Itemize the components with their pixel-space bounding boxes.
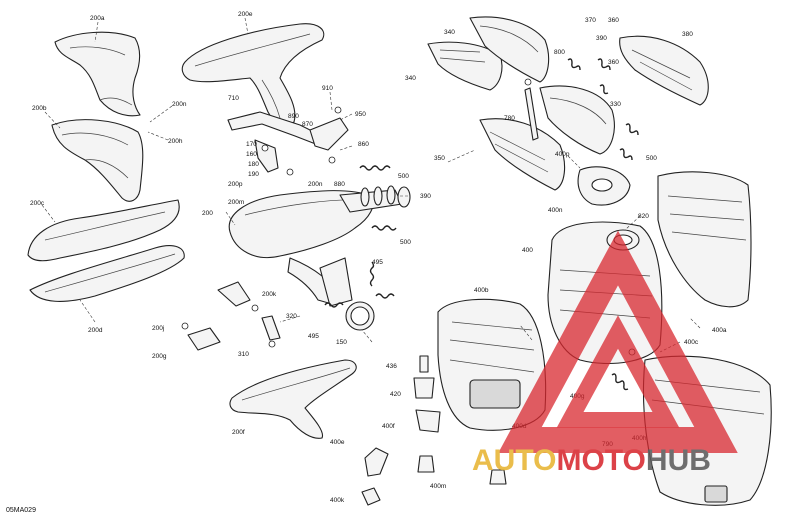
callout: 330 <box>610 101 621 108</box>
heat-shield-200c <box>27 199 180 262</box>
heat-shield-340-b <box>469 16 550 83</box>
callout: 200e <box>238 11 253 18</box>
hanger-assembly <box>413 355 507 485</box>
grommet-400n <box>577 166 631 206</box>
callout: 400c <box>684 339 699 346</box>
heat-shield-200e <box>181 23 325 126</box>
callout: 820 <box>638 213 649 220</box>
heat-shield-200d <box>29 245 185 302</box>
callout: 360 <box>608 17 619 24</box>
callout: 400m <box>430 483 446 490</box>
heat-shield-340-a <box>427 41 503 91</box>
callout: 200p <box>228 181 243 188</box>
callout: 880 <box>334 181 345 188</box>
triangle-logo-icon <box>498 230 738 453</box>
callout: 200j <box>152 325 164 332</box>
callout: 200 <box>202 210 213 217</box>
callout: 150 <box>336 339 347 346</box>
callout: 495 <box>308 333 319 340</box>
heat-shield-200a <box>54 31 141 117</box>
callout: 436 <box>386 363 397 370</box>
callout: 390 <box>596 35 607 42</box>
muffler-200 <box>228 190 374 305</box>
callout: 500 <box>400 239 411 246</box>
callout: 310 <box>238 351 249 358</box>
callout: 500 <box>646 155 657 162</box>
callout: 400b <box>474 287 489 294</box>
springs-right <box>567 58 639 161</box>
heat-shield-400a <box>657 171 752 308</box>
flex-pipe <box>319 257 375 331</box>
callout: 200d <box>88 327 103 334</box>
callout-labels: 200a 200e 200b 200n 200h 200c 200d 710 8… <box>30 11 727 504</box>
diagram-code: 05MA029 <box>6 507 36 514</box>
shield-350 <box>479 118 566 191</box>
bracket-200k <box>217 281 251 307</box>
callout: 200k <box>262 291 277 298</box>
callout: 200m <box>228 199 244 206</box>
springs-center <box>324 165 397 308</box>
callout: 890 <box>288 113 299 120</box>
callout: 400e <box>330 439 345 446</box>
callout: 950 <box>355 111 366 118</box>
grommet-400e <box>364 447 389 477</box>
callout: 400k <box>330 497 345 504</box>
leader-lines <box>41 17 701 353</box>
callout: 360 <box>608 59 619 66</box>
callout: 190 <box>248 171 259 178</box>
watermark-text: AUTOMOTOHUB <box>472 444 711 477</box>
callout: 200n <box>172 101 187 108</box>
callout: 870 <box>302 121 313 128</box>
callout: 400a <box>712 327 727 334</box>
callout: 350 <box>434 155 445 162</box>
callout: 200c <box>30 200 45 207</box>
callout: 200h <box>168 138 183 145</box>
callout: 380 <box>682 31 693 38</box>
callout: 200g <box>152 353 167 360</box>
callout: 860 <box>358 141 369 148</box>
heat-shield-200b <box>51 119 144 202</box>
callout: 420 <box>390 391 401 398</box>
callout: 200n <box>308 181 323 188</box>
stud-310-320 <box>181 304 281 348</box>
callout: 170 <box>246 141 257 148</box>
callout: 400f <box>382 423 395 430</box>
callout: 710 <box>228 95 239 102</box>
watermark-auto: AUTO <box>472 444 556 477</box>
callout: 180 <box>248 161 259 168</box>
pipe-200m <box>339 185 411 213</box>
shield-330 <box>539 85 615 155</box>
callout: 400 <box>522 247 533 254</box>
callout: 200b <box>32 105 47 112</box>
bracket-200g <box>187 327 221 351</box>
watermark-moto: MOTO <box>556 444 645 477</box>
callout: 340 <box>405 75 416 82</box>
callout: 400p <box>555 151 570 158</box>
callout: 340 <box>444 29 455 36</box>
callout: 370 <box>585 17 596 24</box>
heat-shield-360 <box>619 35 709 106</box>
callout: 780 <box>504 115 515 122</box>
callout: 500 <box>398 173 409 180</box>
rod-780 <box>524 78 539 141</box>
callout: 200a <box>90 15 105 22</box>
nut-400k <box>361 487 381 506</box>
bracket-710 <box>227 106 349 176</box>
callout: 495 <box>372 259 383 266</box>
callout: 400n <box>548 207 563 214</box>
callout: 390 <box>420 193 431 200</box>
watermark-logo: AUTOMOTOHUB <box>472 230 738 477</box>
callout: 320 <box>286 313 297 320</box>
callout: 800 <box>554 49 565 56</box>
heat-shield-200f <box>229 359 357 439</box>
callout: 200f <box>232 429 245 436</box>
callout: 910 <box>322 85 333 92</box>
callout: 160 <box>246 151 257 158</box>
watermark-hub: HUB <box>646 444 711 477</box>
